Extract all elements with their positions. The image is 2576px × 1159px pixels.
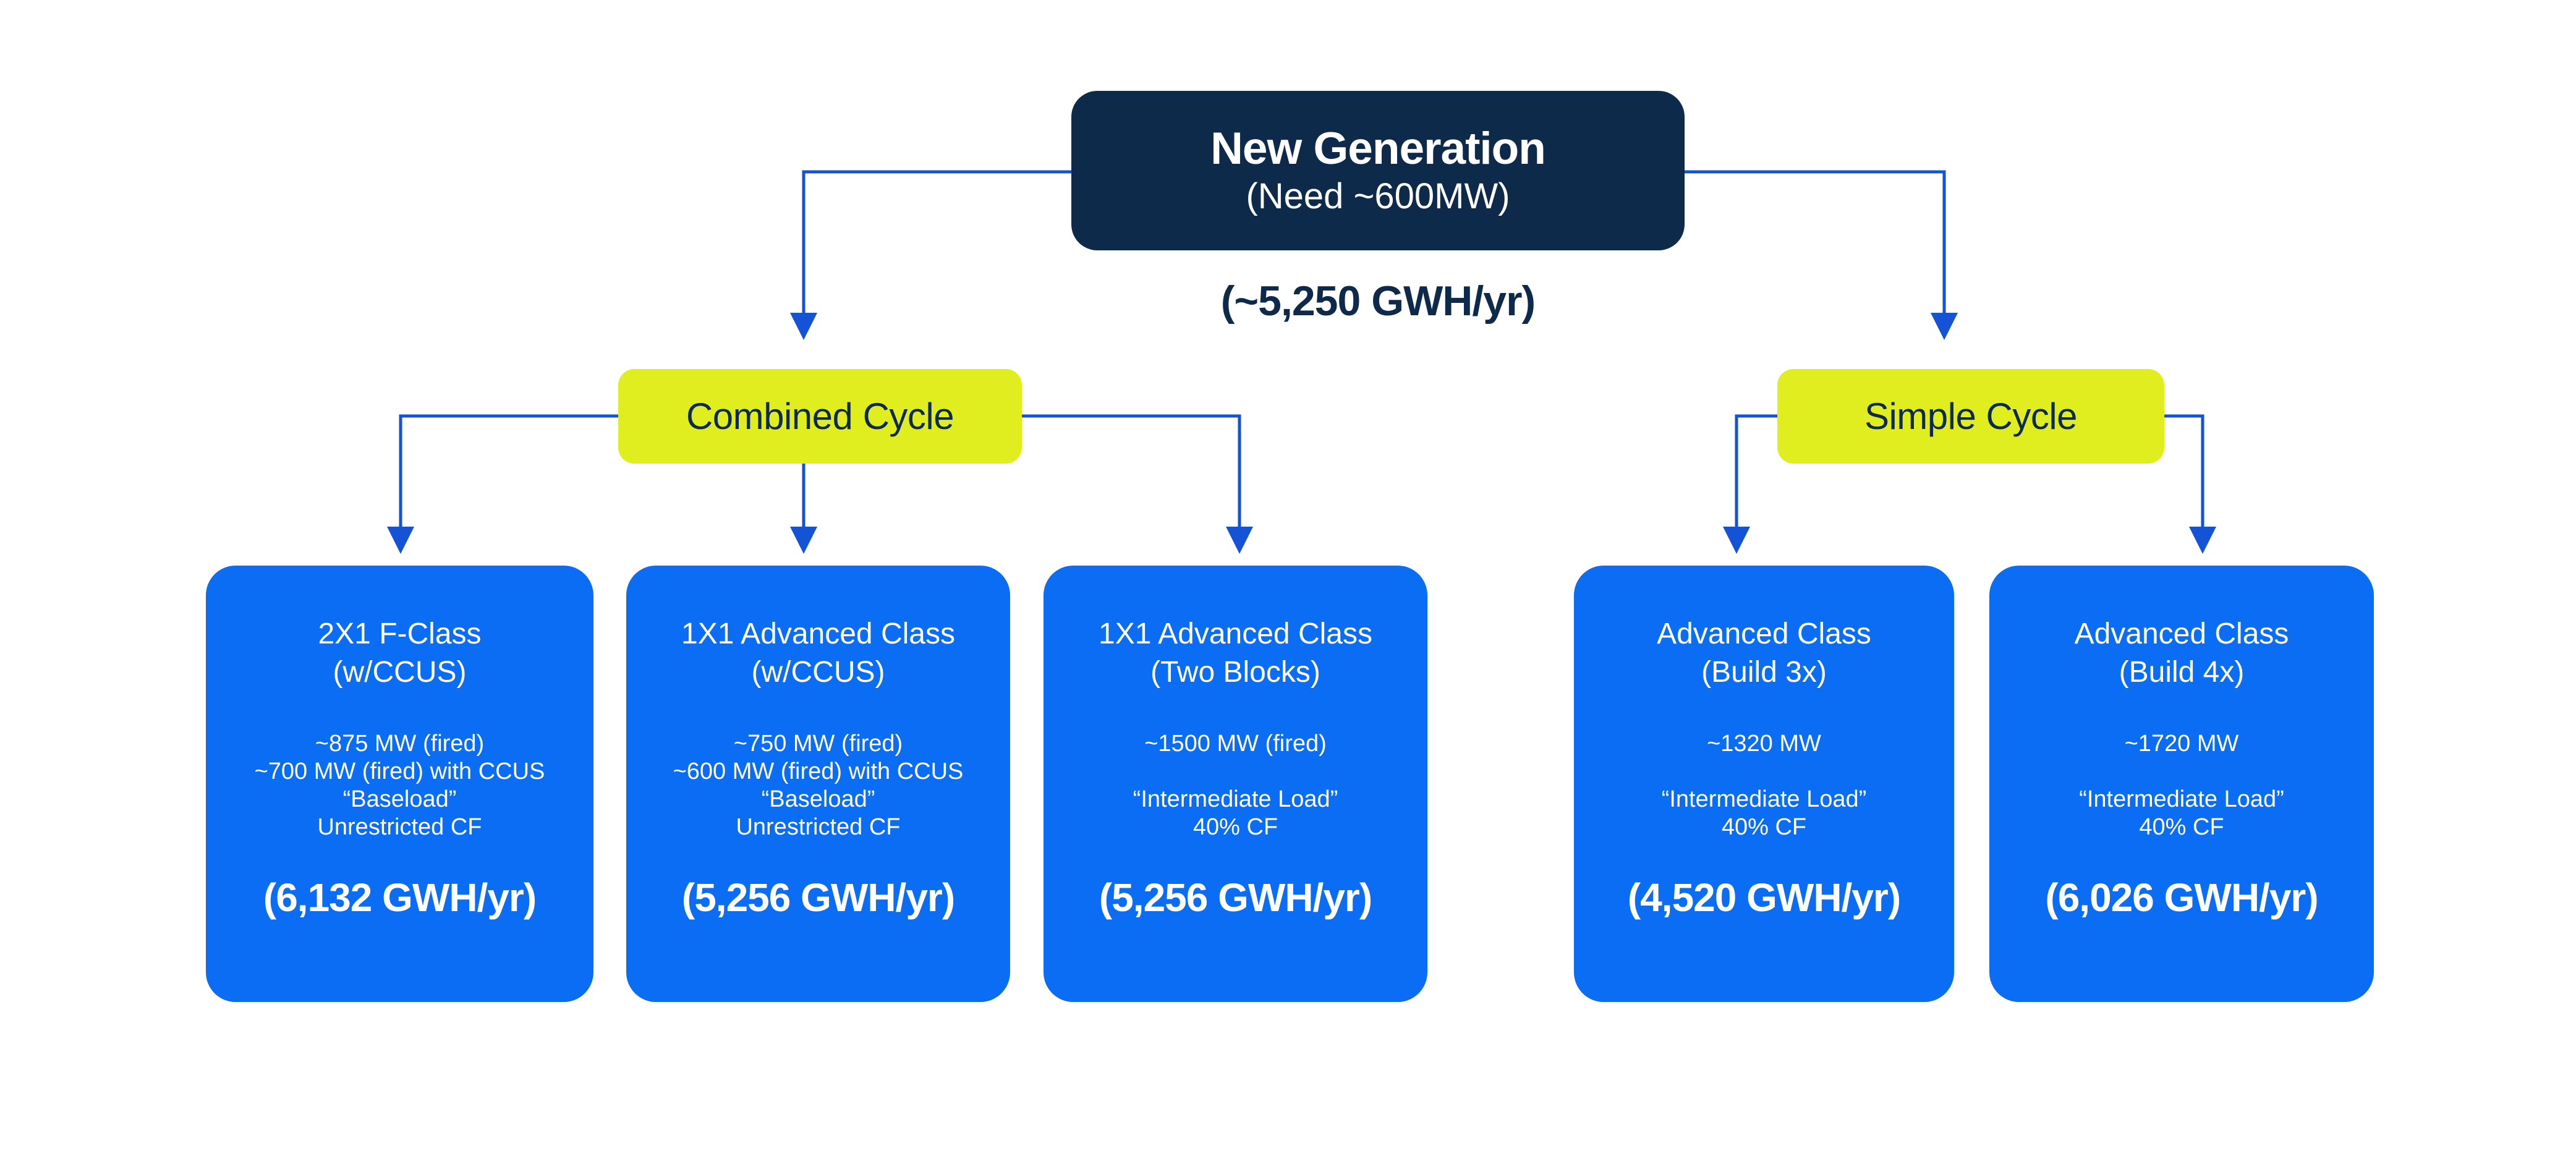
title-line: 1X1 Advanced Class [1099,618,1372,650]
arrow-down-icon [387,527,414,554]
arrow-down-icon [790,313,817,340]
detail-line [1133,758,1338,786]
root-title: New Generation [1210,124,1546,174]
option-details: ~875 MW (fired)~700 MW (fired) with CCUS… [255,730,545,841]
option-output: (5,256 GWH/yr) [1099,875,1372,920]
connector-line [802,170,1071,314]
connector-line [1022,414,1241,528]
arrow-down-icon [790,527,817,554]
option-details: ~1720 MW “Intermediate Load”40% CF [2079,730,2284,841]
branch-label: Combined Cycle [686,396,954,437]
connector-line [1735,414,1777,528]
option-card-advanced-build-4x: Advanced Class (Build 4x) ~1720 MW “Inter… [1989,566,2374,1002]
title-line: (w/CCUS) [751,656,885,689]
detail-line: ~750 MW (fired) [733,731,903,757]
arrow-down-icon [1226,527,1253,554]
option-card-2x1-f-class: 2X1 F-Class (w/CCUS) ~875 MW (fired)~700 … [206,566,593,1002]
connector-simple-to-option-5 [2164,414,2216,554]
option-title: 1X1 Advanced Class (w/CCUS) [681,615,955,692]
connector-combined-to-option-3 [1022,414,1253,554]
detail-line: 40% CF [1721,814,1807,840]
title-line: (Two Blocks) [1150,656,1320,689]
detail-line: Unrestricted CF [317,814,482,840]
detail-line: “Intermediate Load” [1133,786,1338,812]
detail-line: “Intermediate Load” [2079,786,2284,812]
connector-line [399,414,618,528]
option-output: (4,520 GWH/yr) [1627,875,1901,920]
option-details: ~1500 MW (fired) “Intermediate Load”40% … [1133,730,1338,841]
title-line: (Build 3x) [1701,656,1827,689]
connector-line [1685,170,1946,314]
detail-line: 40% CF [2139,814,2224,840]
detail-line: ~875 MW (fired) [315,731,485,757]
detail-line: Unrestricted CF [736,814,901,840]
detail-line: ~1500 MW (fired) [1144,731,1327,757]
branch-node-simple-cycle: Simple Cycle [1777,369,2164,464]
root-annual-energy-label: (~5,250 GWH/yr) [1220,278,1536,325]
connector-line [2164,414,2204,528]
arrow-down-icon [1723,527,1750,554]
option-card-advanced-build-3x: Advanced Class (Build 3x) ~1320 MW “Inter… [1574,566,1954,1002]
root-node-new-generation: New Generation (Need ~600MW) [1071,91,1685,250]
arrow-down-icon [2189,527,2216,554]
connector-combined-to-option-1 [387,414,618,554]
connector-combined-to-option-2 [790,464,817,554]
branch-node-combined-cycle: Combined Cycle [618,369,1022,464]
title-line: 1X1 Advanced Class [681,618,955,650]
root-subtitle: (Need ~600MW) [1246,176,1510,216]
detail-line: “Intermediate Load” [1661,786,1867,812]
title-line: Advanced Class [1657,618,1871,650]
option-title: Advanced Class (Build 3x) [1657,615,1871,692]
detail-line: ~1720 MW [2124,731,2239,757]
connector-simple-to-option-4 [1723,414,1777,554]
connector-root-to-combined [790,170,1071,340]
detail-line: ~600 MW (fired) with CCUS [673,758,964,784]
option-title: 1X1 Advanced Class (Two Blocks) [1099,615,1372,692]
title-line: 2X1 F-Class [318,618,482,650]
option-details: ~750 MW (fired)~600 MW (fired) with CCUS… [673,730,964,841]
detail-line: 40% CF [1192,814,1278,840]
title-line: (w/CCUS) [333,656,467,689]
option-output: (5,256 GWH/yr) [681,875,955,920]
option-card-1x1-advanced-two-blocks: 1X1 Advanced Class (Two Blocks) ~1500 MW … [1044,566,1427,1002]
option-card-1x1-advanced-ccus: 1X1 Advanced Class (w/CCUS) ~750 MW (fire… [626,566,1010,1002]
arrow-down-icon [1931,313,1958,340]
detail-line [2079,758,2284,786]
detail-line [1662,758,1867,786]
title-line: Advanced Class [2074,618,2289,650]
detail-line: “Baseload” [761,786,875,812]
option-details: ~1320 MW “Intermediate Load”40% CF [1662,730,1867,841]
option-title: 2X1 F-Class (w/CCUS) [318,615,481,692]
option-output: (6,132 GWH/yr) [263,875,537,920]
option-output: (6,026 GWH/yr) [2045,875,2318,920]
detail-line: ~1320 MW [1707,731,1821,757]
connector-root-to-simple [1685,170,1958,340]
detail-line: ~700 MW (fired) with CCUS [254,758,545,784]
detail-line: “Baseload” [342,786,457,812]
option-title: Advanced Class (Build 4x) [2075,615,2289,692]
branch-label: Simple Cycle [1864,396,2078,437]
title-line: (Build 4x) [2119,656,2245,689]
